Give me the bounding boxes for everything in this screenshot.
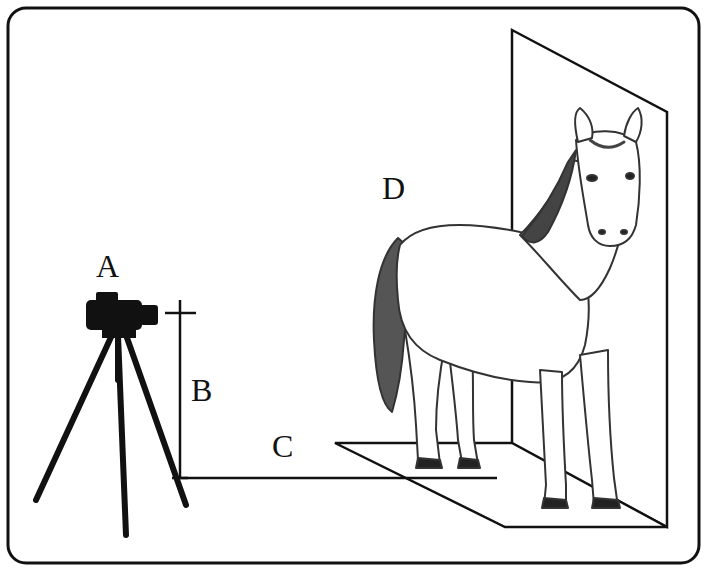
part-letter: B (191, 374, 212, 406)
camera (86, 292, 158, 330)
frame (8, 8, 699, 563)
part-letter: D (382, 172, 405, 204)
distance-line (180, 477, 497, 480)
ground-plane (335, 443, 667, 527)
part-letter: A (96, 250, 119, 282)
height-line (179, 300, 182, 478)
part-letter: C (272, 430, 293, 462)
tripod (36, 328, 186, 535)
horse (374, 108, 642, 508)
height-mark (165, 312, 196, 315)
